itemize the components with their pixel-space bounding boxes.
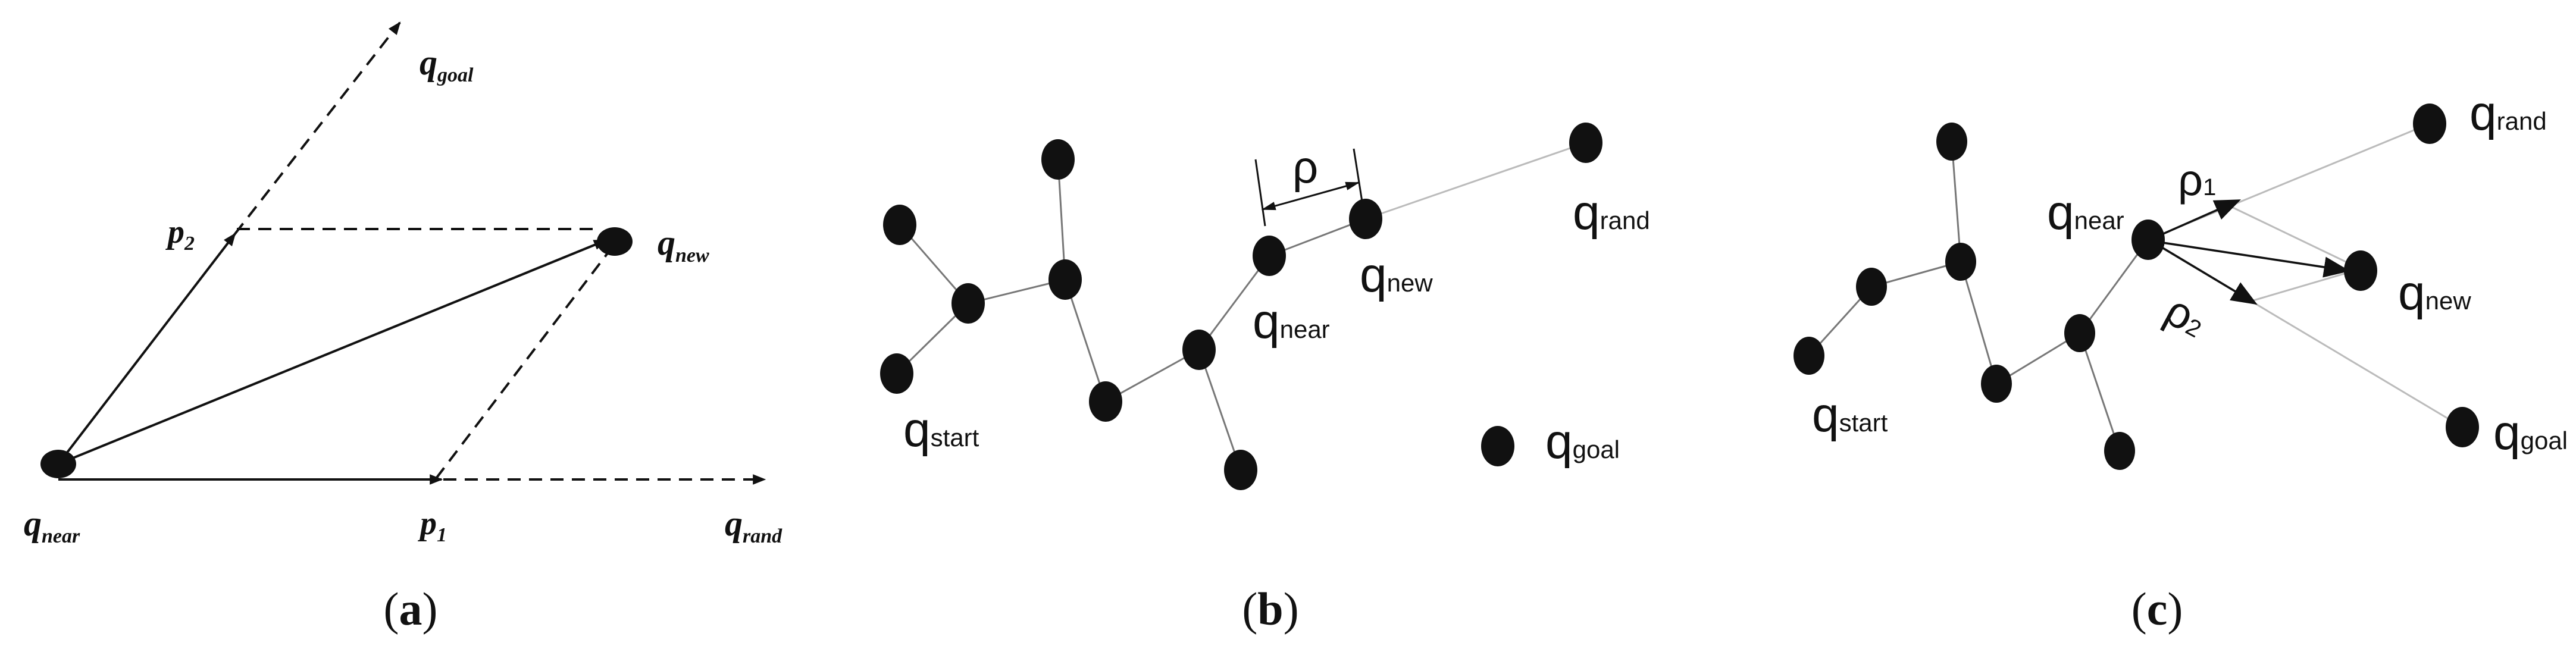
label-q-rand-b: qrand bbox=[1573, 186, 1650, 240]
node-q-near-c bbox=[2131, 220, 2165, 260]
label-q-new-b: qnew bbox=[1360, 248, 1433, 302]
node-q-rand-c bbox=[2413, 104, 2446, 144]
caption-a: (a) bbox=[384, 583, 438, 635]
arrow-rho1 bbox=[2151, 199, 2242, 240]
label-rho1: ρ1 bbox=[2178, 155, 2216, 205]
label-rho-b: ρ bbox=[1292, 142, 1318, 193]
edge-b bbox=[1198, 349, 1242, 471]
panel-a: qgoal qnew p2 qnear p1 qrand (a) bbox=[24, 21, 782, 635]
label-p1: p1 bbox=[418, 505, 447, 546]
ray-rho1-to-new bbox=[2224, 202, 2361, 270]
node-b bbox=[951, 283, 985, 324]
node-q-new-a bbox=[597, 227, 633, 256]
panel-b: ρ qrand qnew qnear qstart qgoal (b) bbox=[880, 123, 1650, 635]
label-q-rand-c: qrand bbox=[2469, 86, 2547, 140]
label-rho2: ρ2 bbox=[2157, 285, 2214, 346]
arrow-to-qnew bbox=[2151, 240, 2350, 278]
node-q-near-a bbox=[40, 450, 76, 478]
node-q-new-b bbox=[1349, 199, 1382, 239]
node-b bbox=[1089, 381, 1122, 422]
node-b bbox=[883, 205, 916, 245]
panel-c: qrand qnear ρ1 ρ2 qnew qstart qgoal (c) bbox=[1794, 86, 2568, 635]
node-q-goal-c bbox=[2446, 407, 2479, 447]
label-q-new-c: qnew bbox=[2398, 266, 2471, 320]
node-b bbox=[1182, 330, 1216, 370]
caption-b: (b) bbox=[1242, 583, 1298, 635]
node-c bbox=[1981, 365, 2012, 403]
edge-c bbox=[1960, 261, 1998, 384]
node-b bbox=[1041, 139, 1075, 180]
label-q-rand-a: qrand bbox=[725, 504, 782, 547]
node-q-start-c bbox=[1794, 337, 1824, 375]
node-q-rand-b bbox=[1569, 123, 1602, 163]
solid-near-to-qnew bbox=[58, 239, 608, 465]
dashed-p2-to-goal bbox=[234, 21, 401, 235]
rho-tick-right bbox=[1353, 148, 1364, 206]
node-c bbox=[2064, 314, 2095, 352]
node-q-goal-b bbox=[1481, 426, 1514, 466]
edge-c bbox=[2079, 239, 2149, 334]
label-q-near-b: qnear bbox=[1253, 294, 1330, 349]
label-q-goal-a: qgoal bbox=[420, 43, 474, 86]
rho-tick-left bbox=[1254, 159, 1266, 227]
edge-b bbox=[1105, 349, 1200, 403]
edge-c bbox=[2079, 333, 2121, 452]
solid-near-to-p2 bbox=[57, 233, 236, 465]
node-b bbox=[1224, 450, 1257, 490]
edge-b bbox=[1269, 218, 1366, 257]
label-q-near-a: qnear bbox=[24, 504, 80, 547]
edge-b-new-to-rand bbox=[1365, 142, 1586, 220]
node-c bbox=[1856, 268, 1887, 306]
edge-c bbox=[1996, 332, 2080, 385]
label-p2: p2 bbox=[165, 214, 195, 255]
node-b bbox=[1048, 259, 1082, 300]
label-q-new-a: qnew bbox=[658, 223, 709, 267]
edge-b bbox=[1198, 255, 1270, 350]
node-q-start-b bbox=[880, 353, 913, 394]
node-q-near-b bbox=[1253, 236, 1286, 276]
caption-c: (c) bbox=[2131, 583, 2183, 635]
node-q-new-c bbox=[2344, 250, 2377, 291]
dashed-p1-to-qnew bbox=[435, 243, 616, 479]
label-q-goal-b: qgoal bbox=[1545, 415, 1620, 469]
label-q-start-c: qstart bbox=[1812, 388, 1888, 442]
edge-b bbox=[1064, 279, 1107, 402]
node-c bbox=[2104, 432, 2135, 470]
arrow-rho2 bbox=[2151, 240, 2258, 305]
label-q-goal-c: qgoal bbox=[2493, 406, 2568, 460]
node-c bbox=[1945, 243, 1976, 281]
node-c bbox=[1936, 123, 1967, 161]
rho-arrow bbox=[1261, 181, 1360, 211]
edge-c bbox=[1951, 141, 1962, 262]
label-q-near-c: qnear bbox=[2047, 186, 2124, 240]
label-q-start-b: qstart bbox=[903, 403, 979, 457]
